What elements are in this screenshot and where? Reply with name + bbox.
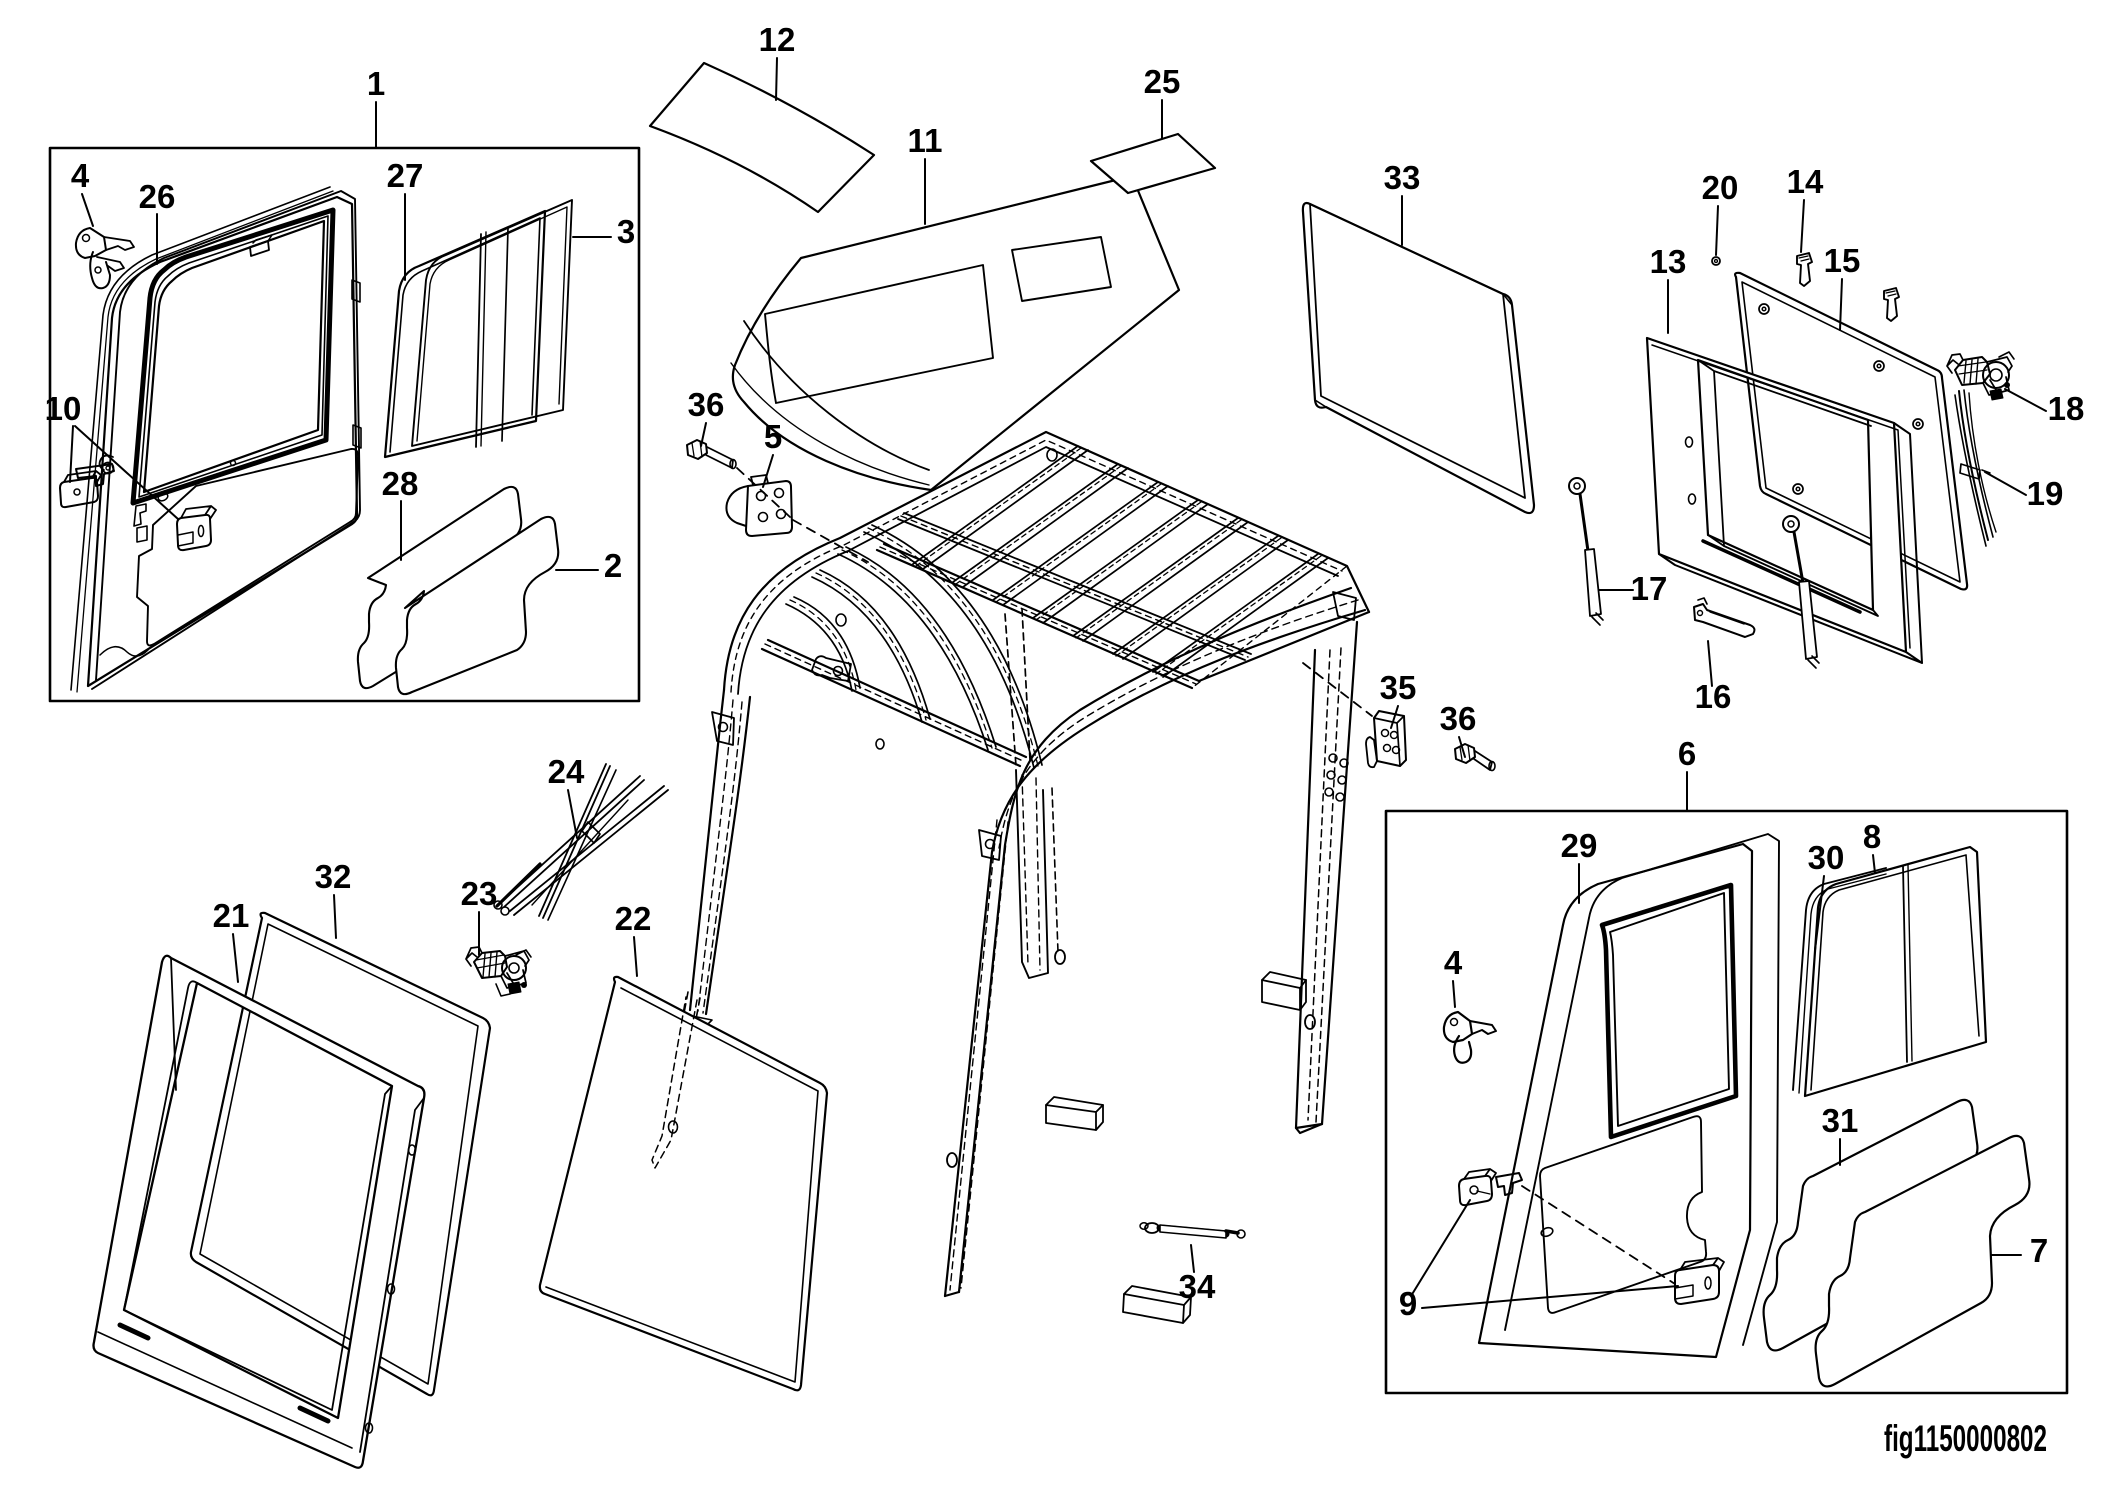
svg-text:13: 13	[1650, 243, 1687, 280]
svg-text:34: 34	[1179, 1268, 1216, 1305]
svg-text:3: 3	[617, 213, 635, 250]
svg-text:fig1150000802: fig1150000802	[1884, 1418, 2047, 1459]
svg-text:19: 19	[2027, 475, 2064, 512]
svg-text:36: 36	[688, 386, 725, 423]
svg-text:35: 35	[1380, 669, 1417, 706]
svg-text:26: 26	[139, 178, 176, 215]
svg-text:33: 33	[1384, 159, 1421, 196]
svg-text:22: 22	[615, 900, 652, 937]
svg-text:17: 17	[1631, 570, 1668, 607]
svg-text:36: 36	[1440, 700, 1477, 737]
svg-text:20: 20	[1702, 169, 1739, 206]
svg-text:29: 29	[1561, 827, 1598, 864]
svg-text:14: 14	[1787, 163, 1824, 200]
svg-text:25: 25	[1144, 63, 1181, 100]
svg-text:8: 8	[1863, 818, 1881, 855]
svg-text:28: 28	[382, 465, 419, 502]
svg-text:11: 11	[908, 122, 943, 159]
svg-text:1: 1	[367, 65, 385, 102]
svg-text:31: 31	[1822, 1102, 1859, 1139]
svg-text:32: 32	[315, 858, 352, 895]
svg-text:16: 16	[1695, 678, 1732, 715]
svg-text:18: 18	[2048, 390, 2085, 427]
svg-text:15: 15	[1824, 242, 1861, 279]
svg-text:2: 2	[604, 547, 622, 584]
svg-text:21: 21	[213, 897, 250, 934]
svg-text:6: 6	[1678, 735, 1696, 772]
svg-text:24: 24	[548, 753, 585, 790]
svg-text:23: 23	[461, 875, 498, 912]
svg-text:9: 9	[1399, 1285, 1417, 1322]
svg-text:5: 5	[764, 418, 782, 455]
svg-text:4: 4	[1444, 944, 1463, 981]
svg-text:10: 10	[45, 390, 82, 427]
svg-text:12: 12	[759, 21, 796, 58]
svg-text:4: 4	[71, 157, 90, 194]
svg-text:7: 7	[2030, 1232, 2048, 1269]
svg-text:27: 27	[387, 157, 424, 194]
svg-text:30: 30	[1808, 839, 1845, 876]
